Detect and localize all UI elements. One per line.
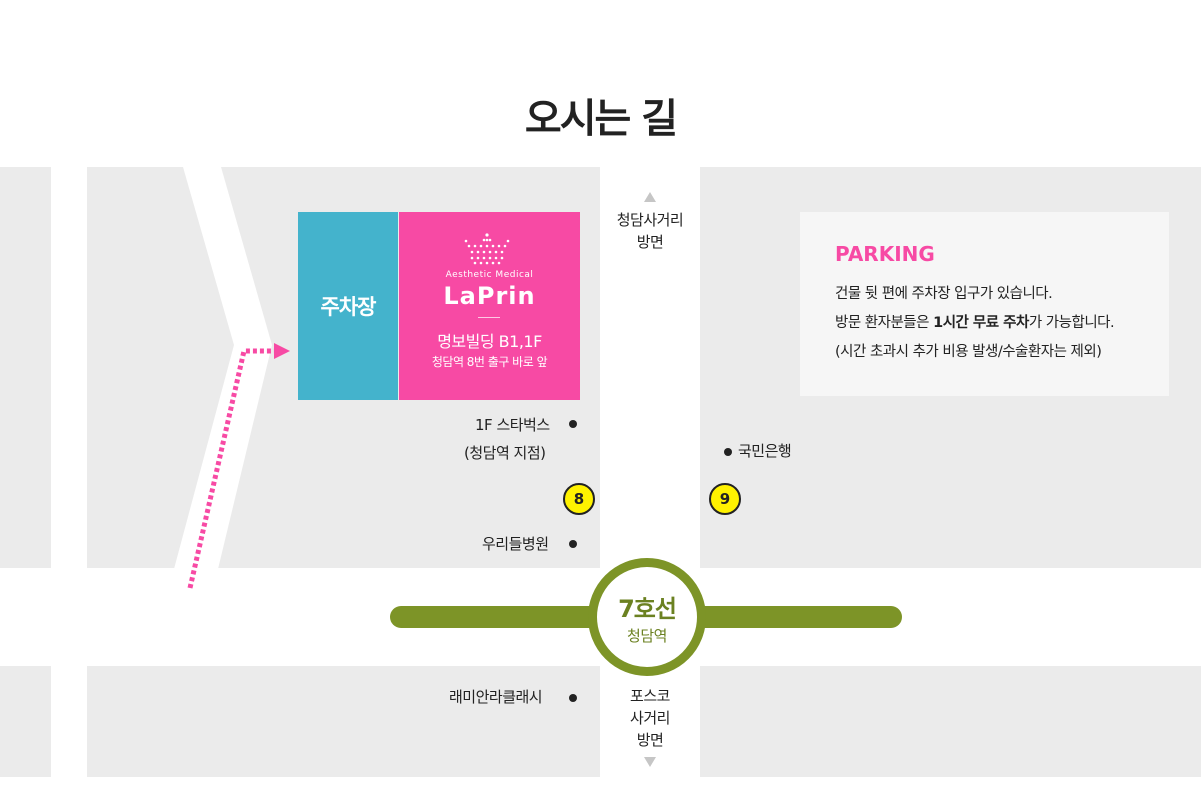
parking-lot: 주차장 xyxy=(298,212,398,400)
clinic-divider xyxy=(478,317,500,318)
direction-south-line1: 포스코 xyxy=(630,687,670,705)
exit-8-badge: 8 xyxy=(563,483,595,515)
route-arrow-icon xyxy=(274,343,290,359)
parking-line-1: 건물 뒷 편에 주차장 입구가 있습니다. xyxy=(835,286,1053,302)
parking-info-box: PARKING 건물 뒷 편에 주차장 입구가 있습니다. 방문 환자분들은 1… xyxy=(800,212,1169,396)
page-title: 오시는 길 xyxy=(524,96,678,142)
parking-line-2: 방문 환자분들은 1시간 무료 주차가 가능합니다. xyxy=(835,311,1115,332)
parking-line-2-post: 가 가능합니다. xyxy=(1028,315,1115,331)
clinic-subtitle: Aesthetic Medical xyxy=(445,270,534,280)
landmark-dot-kookmin xyxy=(724,448,732,456)
exit-9-badge: 9 xyxy=(709,483,741,515)
parking-title: PARKING xyxy=(835,242,935,266)
location-map: 주차장 Aesth xyxy=(0,167,1201,777)
station-line-label: 7호선 xyxy=(618,595,677,623)
parking-line-2-pre: 방문 환자분들은 xyxy=(835,315,934,331)
walking-route xyxy=(187,343,590,591)
parking-line-3: (시간 초과시 추가 비용 발생/수술환자는 제외) xyxy=(835,344,1102,360)
station-name: 청담역 xyxy=(627,627,667,645)
direction-south-line2: 사거리 xyxy=(630,709,670,727)
direction-north-line2: 방면 xyxy=(636,233,664,251)
parking-lot-label: 주차장 xyxy=(320,295,377,319)
arrow-up-icon xyxy=(644,192,656,202)
clinic-building: Aesthetic Medical LaPrin 명보빌딩 B1,1F 청담역 … xyxy=(399,212,580,400)
landmark-raemian: 래미안라클래시 xyxy=(449,688,543,706)
road-diagonal xyxy=(174,167,272,569)
crown-icon xyxy=(464,233,510,265)
landmark-dot-woorideul xyxy=(569,540,577,548)
cheongdam-station: 7호선 청담역 xyxy=(588,558,706,676)
parking-free-hour: 1시간 무료 주차 xyxy=(933,315,1029,331)
direction-north-line1: 청담사거리 xyxy=(616,211,684,229)
building-name: 명보빌딩 B1,1F xyxy=(437,332,542,351)
direction-south-line3: 방면 xyxy=(636,731,664,749)
clinic-name: LaPrin xyxy=(443,282,536,310)
clinic-exit-note: 청담역 8번 출구 바로 앞 xyxy=(431,355,548,369)
arrow-down-icon xyxy=(644,757,656,767)
landmark-starbucks-line1: 1F 스타벅스 xyxy=(475,416,550,434)
landmark-starbucks-line2: (청담역 지점) xyxy=(464,444,546,462)
road-vertical-left xyxy=(51,167,87,777)
landmark-dot-raemian xyxy=(569,694,577,702)
landmark-woorideul: 우리들병원 xyxy=(482,535,549,553)
landmark-dot-starbucks xyxy=(569,420,577,428)
landmark-kookmin: 국민은행 xyxy=(738,442,792,460)
